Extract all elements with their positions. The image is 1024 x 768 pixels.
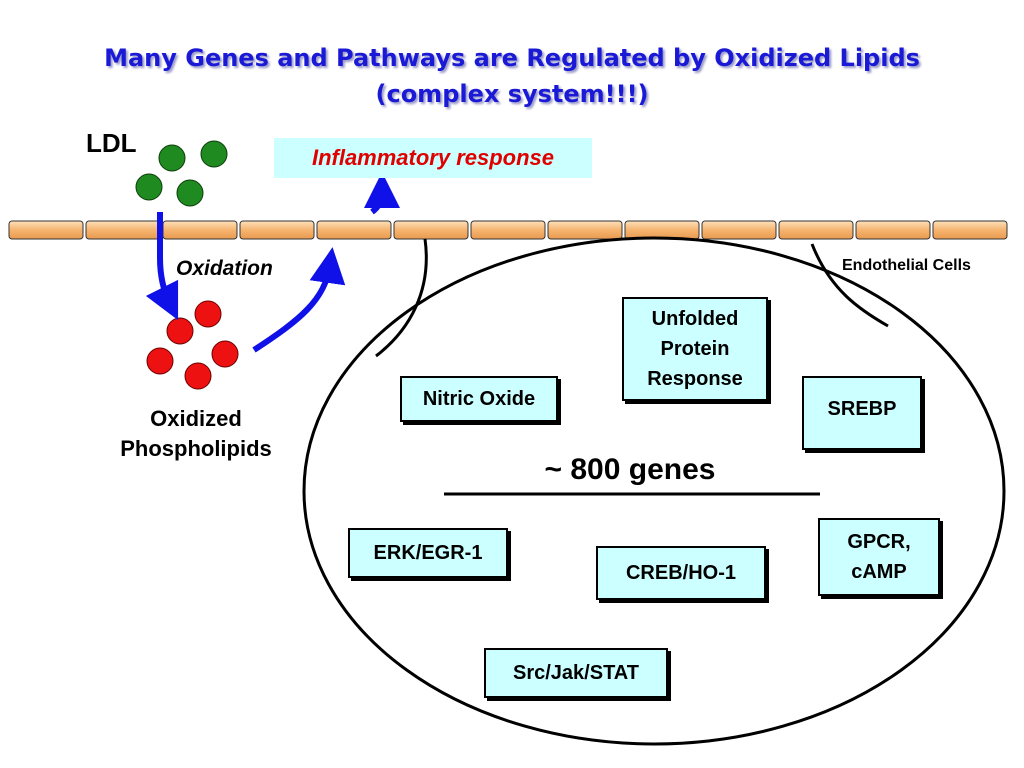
membrane-segment [316, 220, 392, 240]
membrane-segment [624, 220, 700, 240]
membrane-segment [547, 220, 623, 240]
signaling-arrow [252, 247, 346, 353]
cell-membrane [8, 220, 1008, 240]
oxidized-particle [194, 300, 222, 328]
nitric-oxide-box: Nitric Oxide [400, 376, 558, 422]
nucleus-ellipse [302, 236, 1006, 746]
membrane-segment [162, 220, 238, 240]
oxidized-particle [184, 362, 212, 390]
oxidized-particle [211, 340, 239, 368]
oxidation-label: Oxidation [176, 257, 273, 280]
ldl-particle [158, 144, 186, 172]
membrane-segment [932, 220, 1008, 240]
membrane-segment [239, 220, 315, 240]
oxidation-arrow [145, 212, 179, 321]
inflammatory-response-label: Inflammatory response [274, 138, 592, 178]
oxidized-phospholipids-label: Oxidized Phospholipids [120, 406, 272, 461]
ldl-particles [135, 140, 228, 207]
membrane-segment [393, 220, 469, 240]
membrane-segment [778, 220, 854, 240]
cell-outline-left [375, 238, 428, 358]
unfolded-protein-response-box: Unfolded Protein Response [622, 297, 768, 401]
membrane-segment [470, 220, 546, 240]
ldl-label: LDL [86, 128, 137, 158]
oxidized-particles [146, 300, 239, 390]
membrane-segment [701, 220, 777, 240]
ldl-particle [176, 179, 204, 207]
slide-title-line2: (complex system!!!) [375, 80, 649, 108]
cell-outline-right [810, 243, 889, 328]
membrane-segment [85, 220, 161, 240]
ldl-particle [135, 173, 163, 201]
ldl-particle [200, 140, 228, 168]
gpcr-camp-box: GPCR, cAMP [818, 518, 940, 596]
membrane-segment [855, 220, 931, 240]
inflammation-arrow [363, 172, 400, 215]
src-jak-stat-box: Src/Jak/STAT [484, 648, 668, 698]
oxidized-particle [166, 317, 194, 345]
endothelial-cells-label: Endothelial Cells [842, 257, 971, 274]
erk-egr1-box: ERK/EGR-1 [348, 528, 508, 578]
genes-count-label: ~ 800 genes [544, 453, 716, 486]
oxidized-particle [146, 347, 174, 375]
membrane-segment [8, 220, 84, 240]
creb-ho1-box: CREB/HO-1 [596, 546, 766, 600]
srebp-box: SREBP [802, 376, 922, 450]
slide-title-line1: Many Genes and Pathways are Regulated by… [104, 44, 920, 72]
